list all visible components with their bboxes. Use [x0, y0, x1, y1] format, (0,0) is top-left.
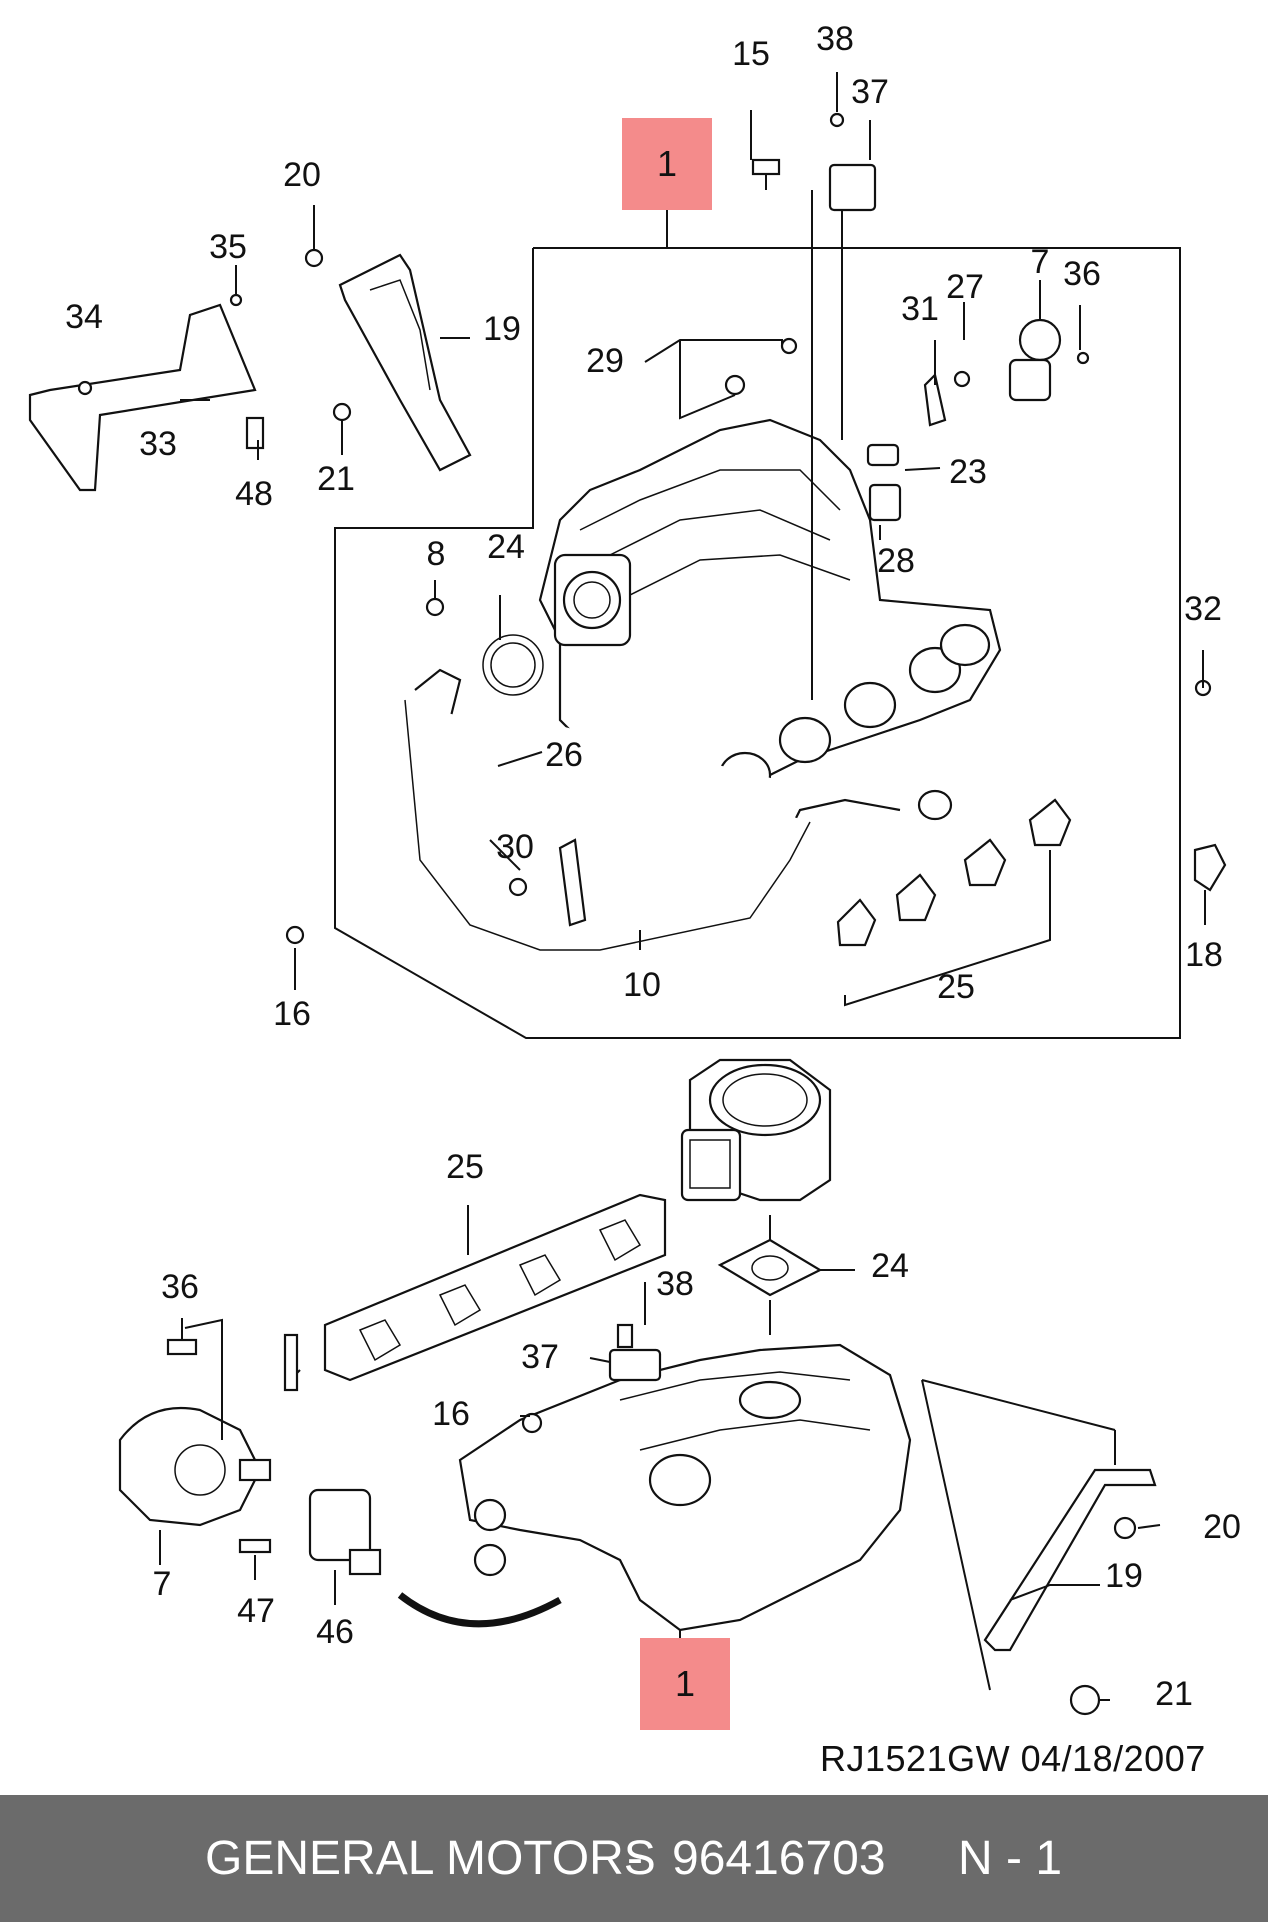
callout-36-lower: 36	[161, 1268, 199, 1306]
callout-26: 26	[545, 736, 583, 774]
key-box-upper: 1	[622, 118, 712, 210]
callout-37-lower: 37	[521, 1338, 559, 1376]
small-parts-lower	[118, 1323, 1137, 1716]
gasket-25-lower	[284, 1193, 667, 1386]
callout-21-lower: 21	[1155, 1675, 1193, 1713]
callout-7-lower: 7	[153, 1565, 172, 1603]
drawing-reference: RJ1521GW 04/18/2007	[820, 1738, 1206, 1779]
callout-25: 25	[937, 968, 975, 1006]
footer-separator: -	[627, 1832, 643, 1885]
callout-38: 38	[816, 20, 854, 58]
callout-48: 48	[235, 475, 273, 513]
callout-16-lower: 16	[432, 1395, 470, 1433]
callout-31: 31	[901, 290, 939, 328]
callout-20-lower: 20	[1203, 1508, 1241, 1546]
callout-19: 19	[483, 310, 521, 348]
callouts-lower: 25 36 38 24 37 16 20 19 7 47 46 21	[153, 1148, 1241, 1713]
callout-24-lower: 24	[871, 1247, 909, 1285]
key-box-lower: 1	[640, 1638, 730, 1730]
callout-28: 28	[877, 542, 915, 580]
callout-30: 30	[496, 828, 534, 866]
throttle-body-lower	[680, 1058, 832, 1202]
callout-29: 29	[586, 342, 624, 380]
callout-8: 8	[427, 535, 446, 573]
bracket-33	[28, 303, 257, 492]
bracket-19-upper	[338, 253, 472, 472]
bracket-19-lower	[921, 1379, 1157, 1691]
callout-20: 20	[283, 156, 321, 194]
callout-35: 35	[209, 228, 247, 266]
callout-23: 23	[949, 453, 987, 491]
key-label-upper: 1	[657, 143, 677, 184]
upper-assembly-frame	[334, 210, 1181, 1039]
callout-10: 10	[623, 966, 661, 1004]
gasket-24-lower	[717, 1215, 855, 1335]
key-label-lower: 1	[675, 1663, 695, 1704]
leader-lines-lower	[159, 1282, 1161, 1701]
callout-25-lower: 25	[446, 1148, 484, 1186]
callout-27: 27	[946, 268, 984, 306]
page-indicator: N - 1	[958, 1832, 1063, 1885]
leader-lines-upper	[180, 72, 1206, 1007]
callout-7: 7	[1031, 243, 1050, 281]
callout-47-lower: 47	[237, 1592, 275, 1630]
callout-21: 21	[317, 460, 355, 498]
callout-36: 36	[1063, 255, 1101, 293]
callouts-upper: 15 38 37 20 35 34 19 33 48 21 29 31 27 7…	[65, 20, 1223, 1033]
manufacturer-name: GENERAL MOTORS	[205, 1832, 656, 1885]
intake-manifold-lower	[397, 1343, 912, 1632]
callout-37: 37	[851, 73, 889, 111]
callout-46-lower: 46	[316, 1613, 354, 1651]
callout-18: 18	[1185, 936, 1223, 974]
callout-16: 16	[273, 995, 311, 1033]
exploded-parts-diagram: 1	[28, 20, 1241, 1730]
callout-15: 15	[732, 35, 770, 73]
footer-bar: GENERAL MOTORS - 96416703 N - 1	[0, 1795, 1268, 1922]
callout-34: 34	[65, 298, 103, 336]
callout-38-lower: 38	[656, 1265, 694, 1303]
part-number: 96416703	[672, 1832, 886, 1885]
callout-33: 33	[139, 425, 177, 463]
callout-24: 24	[487, 528, 525, 566]
callout-19-lower: 19	[1105, 1557, 1143, 1595]
callout-32: 32	[1184, 590, 1222, 628]
